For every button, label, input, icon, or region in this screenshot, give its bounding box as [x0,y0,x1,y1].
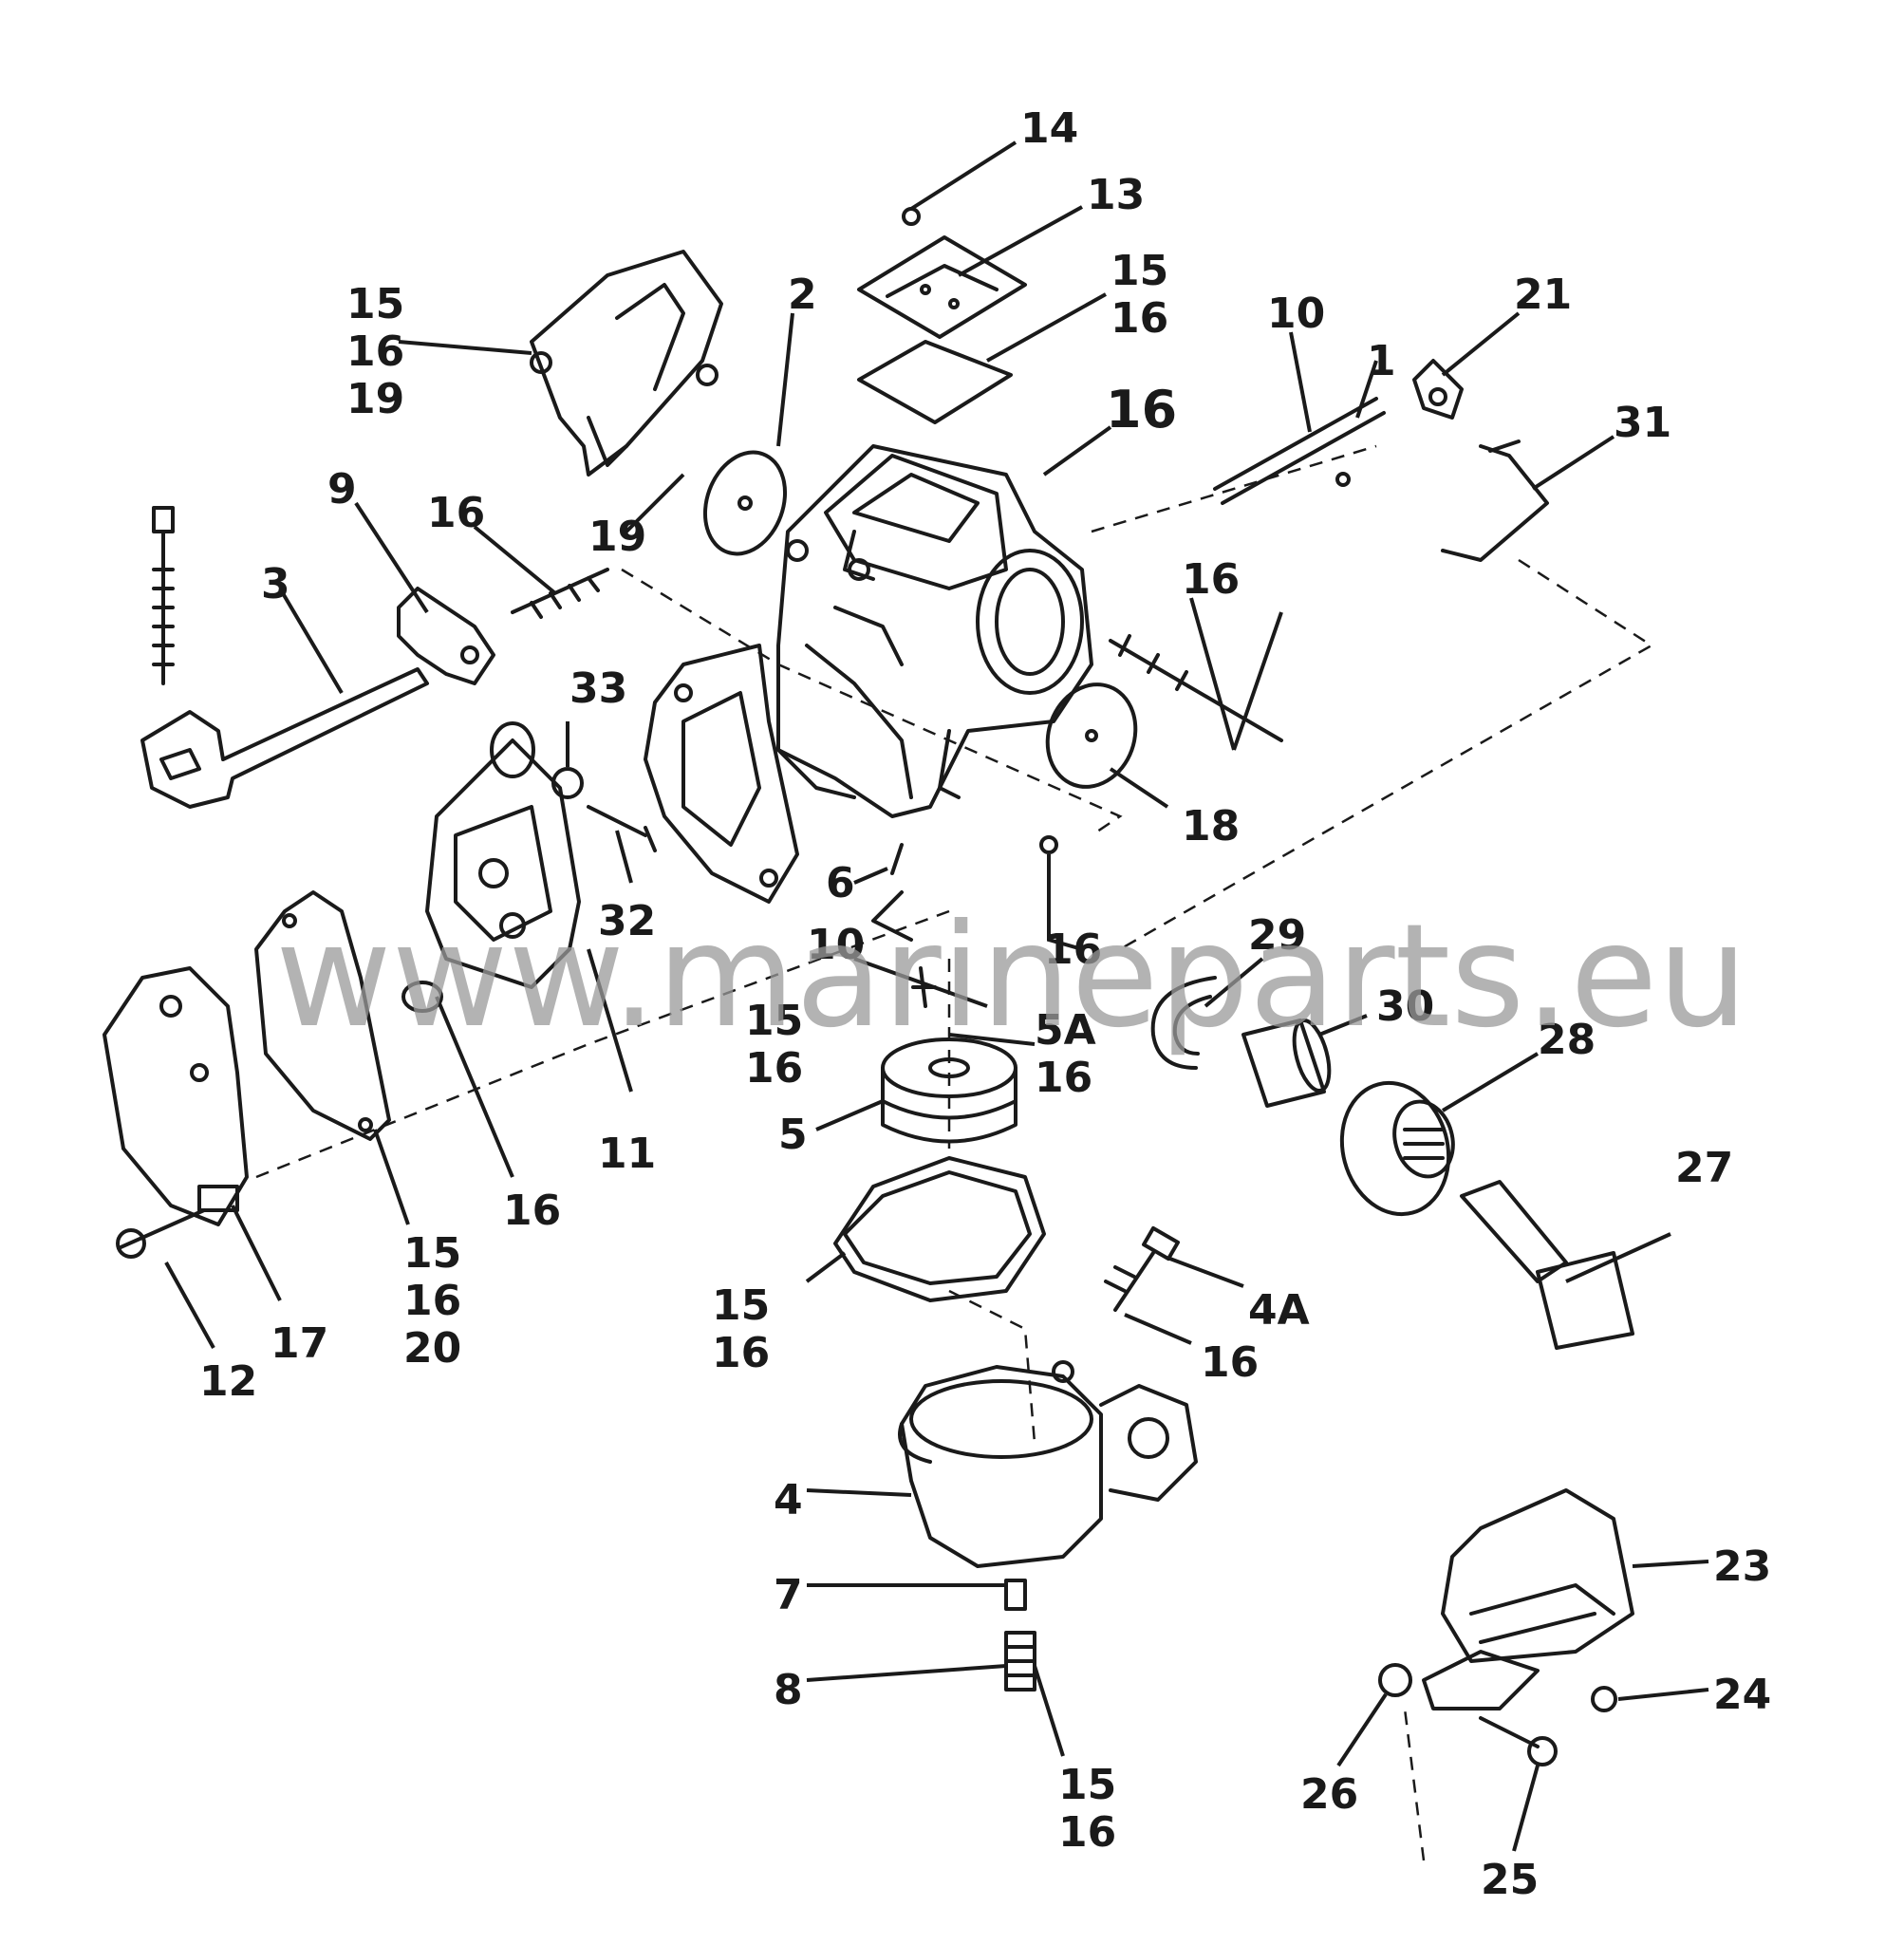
callout-15-left-gasket: 15 [403,1229,461,1278]
callout-30: 30 [1376,982,1434,1031]
callout-16-5a: 16 [1035,1054,1092,1102]
part-14-check-ball [902,207,921,226]
callout-labels: 14 13 15 16 19 2 15 16 16 10 1 21 31 9 1… [199,104,1771,1904]
callout-15-drain: 15 [1058,1761,1116,1809]
part-15-16-cover-gasket [857,340,1013,424]
callout-13: 13 [1087,171,1145,219]
callout-16-plug: 16 [503,1187,561,1235]
callout-16-body: 16 [1106,380,1177,439]
part-25-screw [1479,1716,1558,1766]
part-23-choke-cover [1422,1488,1634,1710]
callout-11: 11 [598,1130,656,1178]
callout-10-lower: 10 [807,921,865,969]
callout-29: 29 [1248,911,1306,960]
callout-25: 25 [1481,1856,1539,1904]
callout-16-spring-upper: 16 [427,489,485,537]
callout-32: 32 [598,897,656,945]
callout-7: 7 [774,1571,803,1619]
part-15-16-bowl-gasket [833,1156,1046,1302]
part-21-clip [1412,359,1464,420]
callout-2: 2 [788,271,817,319]
part-pump-cover [103,966,249,1226]
part-26-plug [1378,1663,1412,1697]
part-15-16-pump-gasket [644,644,799,904]
callout-16-upper-left: 16 [346,327,404,376]
part-pump-cover-plate [530,250,723,477]
callout-24: 24 [1713,1671,1771,1719]
callout-18: 18 [1182,802,1240,850]
callout-31: 31 [1614,399,1671,447]
callout-16-needle: 16 [1044,925,1102,974]
callout-16-gasket-mid: 16 [745,1044,803,1093]
callout-5a: 5A [1035,1006,1096,1055]
callout-10-upper: 10 [1267,290,1325,338]
callout-6: 6 [826,859,855,907]
part-6-needle [871,835,1058,942]
part-2-diaphragm [702,450,788,556]
callout-16-4a: 16 [1201,1338,1259,1387]
callout-16-upper-right: 16 [1111,294,1168,343]
watermark-text: www.marineparts.eu [275,894,1748,1059]
part-30-bushing [1241,1019,1332,1108]
callout-19-mid: 19 [588,513,646,561]
part-18-plug [1045,682,1138,789]
part-5-float [881,1037,1017,1144]
part-11-fuel-pump-body [425,721,581,989]
callout-16-spring-right: 16 [1182,555,1240,604]
callout-21: 21 [1514,271,1572,319]
callout-28: 28 [1538,1016,1596,1064]
callout-23: 23 [1713,1542,1771,1591]
callout-16-left-gasket: 16 [403,1277,461,1325]
callout-27: 27 [1675,1144,1733,1192]
part-31-link-rod [1441,439,1549,562]
assembly-lines [255,444,1654,1861]
callout-33: 33 [569,664,627,713]
part-13-cover-plate [857,235,1027,339]
callout-4: 4 [774,1476,803,1524]
part-4-float-bowl [898,1360,1198,1568]
callout-16-bowl-gasket: 16 [712,1329,770,1377]
part-16-idle-spring [1109,634,1283,742]
callout-15-gasket-mid: 15 [745,997,803,1045]
callout-15-upper-left: 15 [346,280,404,328]
part-9-throttle-cam [397,587,495,685]
part-16-plug [401,981,443,1013]
part-4a-screw [1104,1225,1180,1312]
callout-19-upper-left: 19 [346,375,404,423]
callout-5: 5 [778,1111,808,1159]
part-3-throttle-lever [140,667,429,809]
part-28-filter-screen [1339,1080,1455,1217]
callout-26: 26 [1300,1770,1358,1819]
part-10-throttle-shaft [1213,397,1386,505]
part-idle-adjust-screw [152,506,175,685]
part-24-washer [1591,1686,1617,1712]
callout-15-bowl-gasket: 15 [712,1281,770,1330]
callout-3: 3 [261,560,290,608]
callout-8: 8 [774,1666,803,1714]
callout-9: 9 [327,465,357,514]
callout-14: 14 [1020,104,1078,153]
callout-15-upper-right: 15 [1111,247,1168,295]
leader-lines [164,140,1709,1852]
part-27-choke-plunger [1460,1180,1634,1350]
part-12-screw [116,1208,206,1259]
part-32-screw [587,805,657,852]
callout-20: 20 [403,1324,461,1373]
callout-16-drain: 16 [1058,1808,1116,1857]
part-16-spring [511,568,609,619]
callout-12: 12 [199,1357,257,1406]
part-29-retaining-ring [1150,976,1217,1070]
callout-4a: 4A [1248,1286,1310,1335]
callout-1: 1 [1367,337,1396,385]
part-7-8-drain-screw [1004,1579,1036,1692]
carburetor-body [776,444,1093,818]
callout-17: 17 [271,1319,328,1368]
part-15-16-20-pump-gasket [254,890,391,1141]
